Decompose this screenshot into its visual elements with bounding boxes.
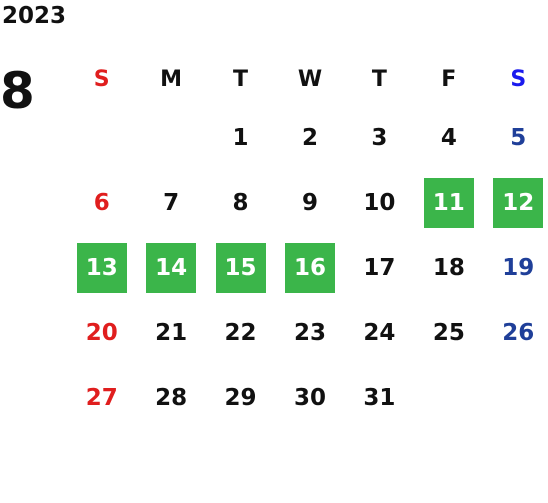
highlighted-day-cell: 12 <box>484 170 548 235</box>
day-cell: 23 <box>275 300 344 365</box>
weekday-header-sun: S <box>93 67 110 92</box>
day-cell: 9 <box>275 170 344 235</box>
day-number: 17 <box>363 254 396 281</box>
day-cell: 2 <box>275 105 344 170</box>
day-number: 16 <box>293 254 326 281</box>
highlighted-day-cell: 14 <box>136 235 205 300</box>
day-number: 14 <box>155 254 188 281</box>
week-row: 13 14 15 16 17 18 19 <box>67 235 548 300</box>
highlighted-day-cell: 13 <box>67 235 136 300</box>
highlight-box: 11 <box>423 177 474 228</box>
day-number: 5 <box>510 124 527 151</box>
day-cell: 1 <box>206 105 275 170</box>
weekday-header-sat: S <box>510 67 527 92</box>
weekday-header-mon: M <box>160 67 183 92</box>
day-number: 23 <box>293 319 326 346</box>
day-cell: 7 <box>136 170 205 235</box>
day-cell: 20 <box>67 300 136 365</box>
day-number: 25 <box>432 319 465 346</box>
day-number: 30 <box>293 384 326 411</box>
weekday-header-fri: F <box>441 67 457 92</box>
empty-day-cell <box>484 365 548 430</box>
day-number: 18 <box>432 254 465 281</box>
day-cell: 27 <box>67 365 136 430</box>
day-cell: 28 <box>136 365 205 430</box>
day-number: 29 <box>224 384 257 411</box>
calendar-month: 8 <box>0 62 35 120</box>
empty-day-cell <box>136 105 205 170</box>
highlight-box: 15 <box>215 242 266 293</box>
day-number: 8 <box>232 189 249 216</box>
day-number: 3 <box>371 124 388 151</box>
day-number: 4 <box>440 124 457 151</box>
day-number: 6 <box>93 189 110 216</box>
day-number: 11 <box>432 189 465 216</box>
day-number: 1 <box>232 124 249 151</box>
week-row: 20 21 22 23 24 25 26 <box>67 300 548 365</box>
day-number: 13 <box>85 254 118 281</box>
day-cell: 26 <box>484 300 548 365</box>
empty-day-cell <box>414 365 483 430</box>
day-cell: 8 <box>206 170 275 235</box>
day-number: 22 <box>224 319 257 346</box>
calendar-year: 2023 <box>2 3 67 29</box>
highlight-box: 14 <box>146 242 197 293</box>
week-row: 6 7 8 9 10 11 12 <box>67 170 548 235</box>
day-number: 26 <box>502 319 535 346</box>
day-cell: 21 <box>136 300 205 365</box>
day-number: 9 <box>301 189 318 216</box>
day-number: 27 <box>85 384 118 411</box>
weekday-header-thu: T <box>371 67 387 92</box>
day-cell: 19 <box>484 235 548 300</box>
highlight-box: 13 <box>76 242 127 293</box>
day-number: 28 <box>155 384 188 411</box>
highlight-box: 12 <box>493 177 544 228</box>
day-number: 31 <box>363 384 396 411</box>
weekday-header-wed: W <box>297 67 323 92</box>
day-number: 20 <box>85 319 118 346</box>
day-cell: 3 <box>345 105 414 170</box>
weekday-header-row: S M T W T F S <box>67 55 548 105</box>
day-cell: 10 <box>345 170 414 235</box>
day-cell: 17 <box>345 235 414 300</box>
highlighted-day-cell: 15 <box>206 235 275 300</box>
day-cell: 6 <box>67 170 136 235</box>
empty-day-cell <box>67 105 136 170</box>
day-number: 10 <box>363 189 396 216</box>
day-cell: 18 <box>414 235 483 300</box>
day-cell: 4 <box>414 105 483 170</box>
day-cell: 5 <box>484 105 548 170</box>
week-row: 27 28 29 30 31 <box>67 365 548 430</box>
weekday-header-tue: T <box>233 67 249 92</box>
highlight-box: 16 <box>284 242 335 293</box>
day-cell: 24 <box>345 300 414 365</box>
day-number: 19 <box>502 254 535 281</box>
day-number: 7 <box>163 189 180 216</box>
highlighted-day-cell: 11 <box>414 170 483 235</box>
day-number: 15 <box>224 254 257 281</box>
day-number: 12 <box>502 189 535 216</box>
day-number: 24 <box>363 319 396 346</box>
day-cell: 31 <box>345 365 414 430</box>
day-number: 2 <box>301 124 318 151</box>
day-cell: 25 <box>414 300 483 365</box>
day-cell: 22 <box>206 300 275 365</box>
highlighted-day-cell: 16 <box>275 235 344 300</box>
day-number: 21 <box>155 319 188 346</box>
day-cell: 30 <box>275 365 344 430</box>
week-row: 1 2 3 4 5 <box>67 105 548 170</box>
day-cell: 29 <box>206 365 275 430</box>
